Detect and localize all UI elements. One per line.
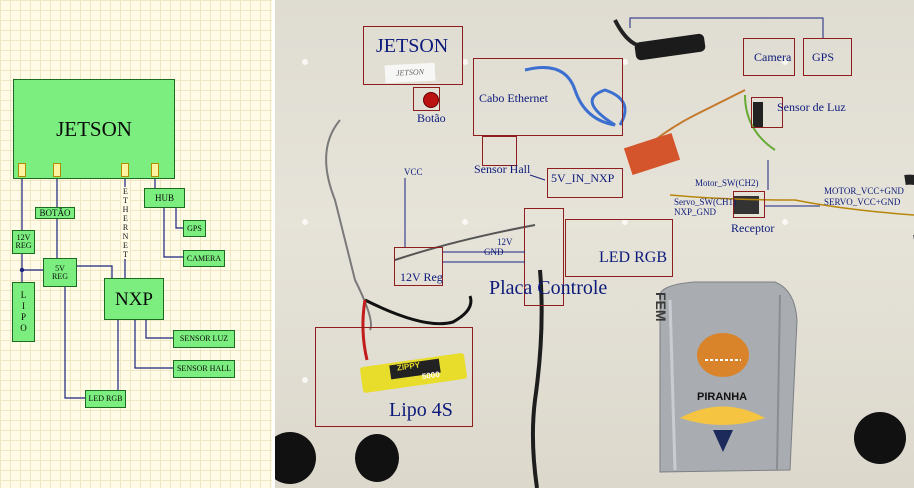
botao-button <box>423 92 439 108</box>
wire-nxp-hall <box>134 318 173 369</box>
sensor-hall-box <box>482 136 517 166</box>
gps-photo-label: GPS <box>812 50 835 64</box>
botao-box <box>413 87 440 111</box>
reg12-block: 12V REG <box>12 230 35 254</box>
jetson-pin-ethernet <box>121 163 129 177</box>
jetson-box <box>363 26 463 85</box>
cabo-ethernet-box <box>473 58 623 136</box>
battery-cover-word: FEM <box>653 292 669 322</box>
reg12-line1: 12V <box>16 233 31 242</box>
camera-label: CAMERA <box>186 253 222 263</box>
sensor-luz-label: SENSOR LUZ <box>179 334 229 343</box>
ethernet-letter: H <box>122 205 129 214</box>
nxp-block: NXP <box>104 278 164 320</box>
placa-controle-box <box>524 208 564 306</box>
wire-5vreg-nxp <box>75 265 113 278</box>
reg5-line2: REG <box>52 271 68 281</box>
led-rgb-label: LED RGB <box>88 394 123 403</box>
sensor-luz-box <box>751 97 783 128</box>
jetson-pin-hub <box>151 163 159 177</box>
reg5-block: 5V REG <box>43 258 77 287</box>
wire-5vreg-led <box>64 285 85 399</box>
jetson-photo-label: JETSON <box>376 35 449 57</box>
gps-block: GPS <box>183 220 206 237</box>
camera-box <box>743 38 795 76</box>
reg12-line2: REG <box>15 241 32 250</box>
wire-hub-camera <box>163 206 183 258</box>
sensor-hall-label: SENSOR HALL <box>176 364 231 373</box>
reg5-line1: 5V <box>55 263 65 273</box>
junction-dot <box>19 267 25 273</box>
ethernet-letter: T <box>123 196 128 205</box>
jetson-block: JETSON <box>13 79 175 179</box>
ethernet-letter: E <box>123 241 128 250</box>
camera-block: CAMERA <box>183 250 225 267</box>
wire-nxp-led <box>117 318 124 399</box>
photo-panel: FEM PIRANHA ZIPPY 5000 JETSON JETSON Cam… <box>275 0 914 488</box>
jetson-block-label: JETSON <box>56 116 132 141</box>
v12-photo-label: 12V <box>497 237 513 247</box>
lipo-photo-label: Lipo 4S <box>389 399 453 421</box>
ethernet-label: E T H E R N E T <box>121 187 130 259</box>
wire-hub-gps <box>175 206 183 229</box>
camera-photo-label: Camera <box>754 50 792 64</box>
servo-vcc-photo-label: SERVO_VCC+GND <box>824 197 901 207</box>
cabo-ethernet-photo-label: Cabo Ethernet <box>479 91 548 105</box>
botao-photo-label: Botão <box>417 111 446 125</box>
led-rgb-box <box>565 219 673 277</box>
ethernet-letter: R <box>122 223 129 232</box>
reg12-photo-label: 12V Reg <box>400 270 443 284</box>
hub-label: HUB <box>154 192 174 203</box>
v5-in-nxp-box <box>547 168 623 198</box>
botao-label: BOTÃO <box>39 207 71 218</box>
lipo-letter: L <box>20 290 27 300</box>
jetson-pin-12v <box>18 163 26 177</box>
lipo-block: L I P O <box>12 282 35 342</box>
lipo-letter: O <box>20 323 27 333</box>
v5-in-nxp-photo-label: 5V_IN_NXP <box>551 171 615 185</box>
led-rgb-block: LED RGB <box>85 390 126 408</box>
gnd-photo-label: GND <box>484 247 504 257</box>
motor-sw-photo-label: Motor_SW(CH2) <box>695 178 759 188</box>
schematic-wires <box>19 178 183 399</box>
ethernet-letter: T <box>123 250 128 259</box>
sensor-luz-block: SENSOR LUZ <box>173 330 235 348</box>
wire-nxp-luz <box>145 318 173 339</box>
piranha-logo-text: PIRANHA <box>697 391 748 403</box>
motor-vcc-photo-label: MOTOR_VCC+GND <box>824 186 904 196</box>
gps-box <box>803 38 852 76</box>
receptor-box <box>733 191 765 218</box>
vcc-photo-label: VCC <box>404 167 423 177</box>
reg12-box <box>394 247 443 286</box>
lipo-letter: P <box>20 312 26 322</box>
lipo-letter: I <box>22 301 25 311</box>
receptor-photo-label: Receptor <box>731 221 775 235</box>
lipo-box <box>315 327 473 427</box>
ethernet-letter: E <box>123 187 128 196</box>
sensor-hall-block: SENSOR HALL <box>173 360 235 378</box>
sensor-luz-photo-label: Sensor de Luz <box>777 100 846 114</box>
hub-block: HUB <box>144 188 185 208</box>
sensor-hall-photo-label: Sensor Hall <box>474 162 531 176</box>
jetson-pin-botao <box>53 163 61 177</box>
schematic-panel: JETSON BOTÃO 12V REG E T H E R N E T HUB… <box>0 0 272 488</box>
nxp-label: NXP <box>114 288 153 310</box>
botao-block: BOTÃO <box>35 207 75 219</box>
ethernet-letter: N <box>122 232 129 241</box>
gps-label: GPS <box>187 223 202 233</box>
placa-controle-photo-label: Placa Controle <box>489 277 608 299</box>
led-rgb-photo-label: LED RGB <box>599 249 667 266</box>
servo-sw-photo-label: Servo_SW(CH1) <box>674 197 736 207</box>
ethernet-letter: E <box>123 214 128 223</box>
photo-illustration <box>275 19 914 488</box>
nxp-gnd-photo-label: NXP_GND <box>674 207 717 217</box>
